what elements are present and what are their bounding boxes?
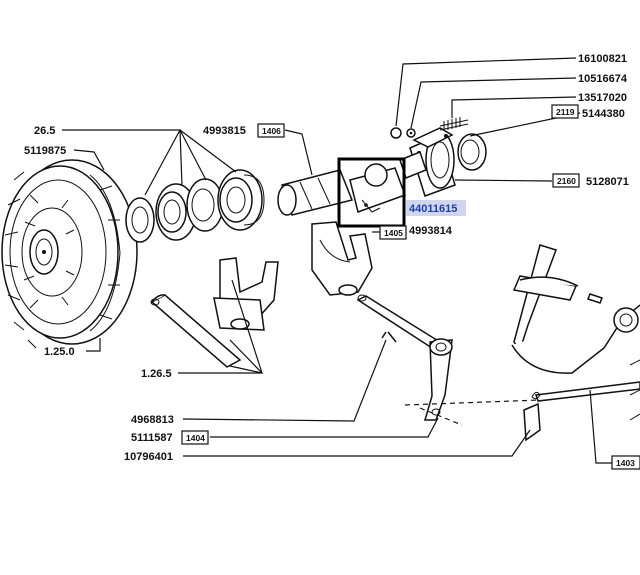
bearing-hub bbox=[399, 127, 456, 197]
ref-box-1406-label: 1406 bbox=[262, 126, 281, 136]
shift-fork-right bbox=[311, 221, 373, 296]
part-label-5119875[interactable]: 5119875 bbox=[24, 145, 66, 157]
fork-pin-detail bbox=[349, 163, 406, 213]
part-label-10796401[interactable]: 10796401 bbox=[124, 451, 173, 463]
part-label-10516674[interactable]: 10516674 bbox=[578, 73, 628, 85]
part-label-5111587[interactable]: 5111587 bbox=[131, 432, 173, 444]
stud-and-washers bbox=[390, 117, 469, 139]
part-label-5128071[interactable]: 5128071 bbox=[586, 176, 629, 188]
selection-box[interactable] bbox=[337, 157, 406, 228]
clutch-pressure-plate bbox=[1, 159, 138, 349]
ref-box-2160-label: 2160 bbox=[557, 176, 576, 186]
clutch-pedal-assembly bbox=[511, 244, 640, 442]
bearing-set bbox=[125, 169, 265, 243]
ref-box-2119[interactable] bbox=[551, 104, 579, 119]
ref-box-1404[interactable] bbox=[181, 430, 209, 445]
ref-box-1403[interactable] bbox=[611, 455, 640, 470]
release-sleeve bbox=[277, 169, 354, 216]
part-label-4993815[interactable]: 4993815 bbox=[203, 125, 246, 137]
part-label-26-5[interactable]: 26.5 bbox=[34, 125, 55, 137]
ref-box-2160[interactable] bbox=[552, 173, 580, 188]
highlighted-part-label-44011615[interactable]: 44011615 bbox=[409, 203, 457, 215]
leader-lines bbox=[62, 57, 640, 464]
shift-rod bbox=[356, 294, 442, 349]
highlight-background bbox=[406, 200, 466, 216]
ref-box-1404-label: 1404 bbox=[186, 433, 205, 443]
part-label-13517020[interactable]: 13517020 bbox=[578, 92, 627, 104]
part-label-1-26-5[interactable]: 1.26.5 bbox=[141, 368, 172, 380]
shift-fork-left bbox=[150, 257, 279, 368]
seal-ring bbox=[457, 133, 487, 171]
release-lever bbox=[404, 338, 541, 426]
part-label-16100821[interactable]: 16100821 bbox=[578, 53, 627, 65]
part-label-4993814[interactable]: 4993814 bbox=[409, 225, 453, 237]
ref-box-2119-label: 2119 bbox=[556, 107, 575, 117]
ref-box-1405-label: 1405 bbox=[384, 228, 403, 238]
ref-box-1406[interactable] bbox=[257, 123, 285, 138]
part-label-1-25-0[interactable]: 1.25.0 bbox=[44, 346, 75, 358]
ref-box-1403-label: 1403 bbox=[616, 458, 635, 468]
part-label-4968813[interactable]: 4968813 bbox=[131, 414, 174, 426]
part-label-5144380[interactable]: 5144380 bbox=[582, 108, 625, 120]
ref-box-1405[interactable] bbox=[379, 225, 407, 240]
